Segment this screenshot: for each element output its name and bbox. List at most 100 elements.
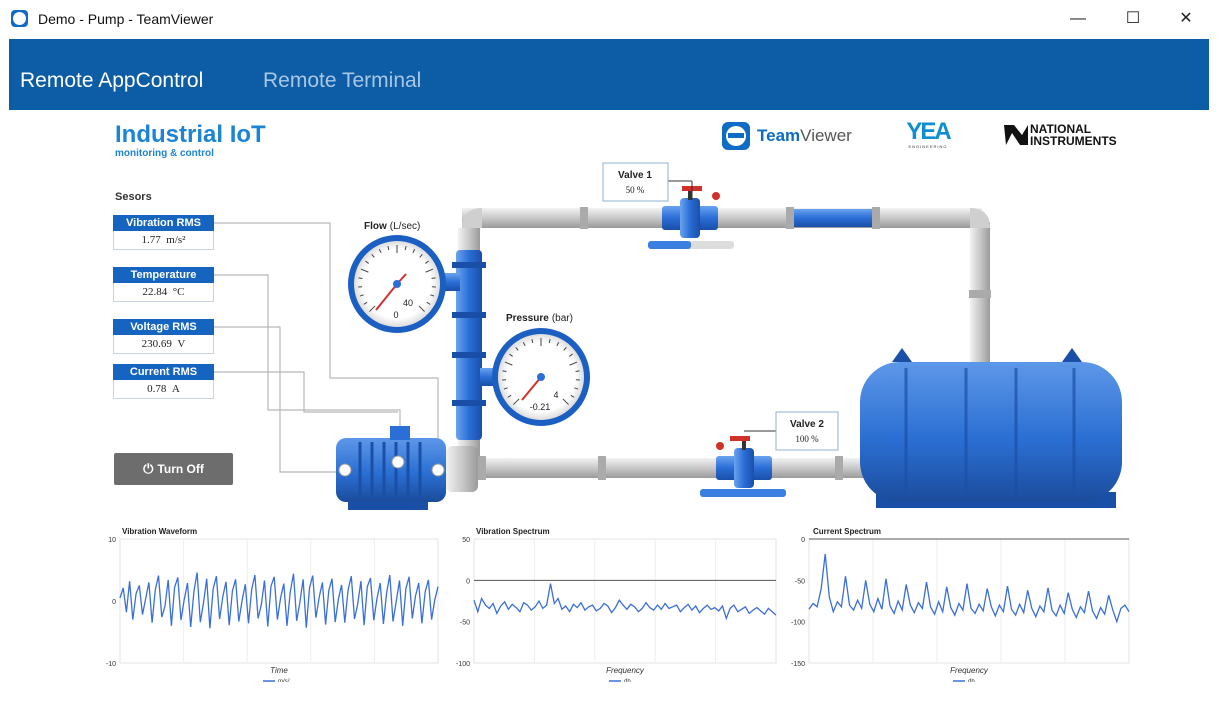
chart-series-line [473,583,777,621]
valve-1-stem [688,186,692,200]
gauge-tick [563,347,567,351]
pressure-gauge-ticks [502,338,580,405]
pipe-flange [478,456,486,480]
sensor-value: 22.84 [142,286,168,298]
flow-gauge-needle [375,283,398,311]
gauge-tick [509,353,513,357]
chart-series-line [119,572,439,629]
ni-logo-line2: INSTRUMENTS [1030,134,1117,148]
sensor-label: Vibration RMS [113,215,214,231]
valve-2-callout [775,411,839,451]
sensor-label: Voltage RMS [113,319,214,335]
window-title: Demo - Pump - TeamViewer [38,11,214,27]
bottom-pipe [450,458,870,478]
ni-eagle-icon [1004,125,1028,145]
valve-1-callout [602,162,669,202]
gauge-tick [425,260,429,264]
top-pipe-segment [462,208,982,228]
pipe-elbow [970,208,990,228]
sensor-voltage-rms: Voltage RMS 230.69 V [113,319,214,355]
top-pipe [462,207,991,362]
yea-logo-subtext: ENGINEERING [908,144,948,149]
tab-remote-terminal[interactable]: Remote Terminal [263,69,422,92]
pipe-flange [786,207,794,229]
valve-2[interactable] [716,436,772,488]
gauge-tick [575,370,580,373]
flow-gauge-max: 40 [403,298,413,308]
pipe-flange [835,456,843,480]
chart-title: Current Spectrum [813,527,882,536]
gauge-tick [358,277,363,280]
pressure-gauge-max: 4 [553,390,558,400]
pipe-flange [598,456,606,480]
brand-subtitle: monitoring & control [115,148,214,159]
flow-gauge: 0 40 [348,235,446,333]
close-button[interactable]: ✕ [1179,10,1193,27]
minimize-button[interactable]: — [1070,10,1086,27]
pressure-unit: (bar) [552,313,573,324]
legend-label: m/s² [278,679,290,682]
maximize-button[interactable]: ☐ [1125,10,1141,27]
gauge-tick [507,394,512,398]
y-tick-label: -100 [791,620,805,627]
sensor-reading: 22.84 °C [113,283,214,302]
turn-off-button[interactable]: ⏻Turn Off [114,453,233,485]
gauge-tick [531,338,534,344]
pressure-gauge-label: Pressure(bar) [506,313,573,324]
brand-title-emph: IoT [229,121,266,148]
valve-2-value: 100 % [795,434,819,444]
sensor-probe [338,463,352,477]
gauge-tick [425,268,434,273]
flow-gauge-min: 0 [393,310,398,320]
sensor-probe [431,463,445,477]
flow-label: Flow [364,221,387,232]
pipe-flange [452,312,486,318]
chart-title: Vibration Spectrum [476,527,550,536]
chart-plot-area [473,538,777,664]
valve-1[interactable] [662,186,720,238]
valve-2-stem [742,436,746,450]
motor-body [336,438,446,502]
teamviewer-logo-icon [722,122,750,150]
valve-2-name: Valve 2 [790,419,824,430]
valve-1-level-bar [648,241,734,249]
valve-2-level-bar [700,489,786,497]
gauge-tick [360,268,369,273]
pipe-flange [452,262,486,268]
gauge-tick [387,245,390,251]
chart-plot-area [119,538,439,664]
sensor-unit: m/s² [166,234,186,246]
sensor-wire [214,274,401,448]
sensor-label: Current RMS [113,364,214,380]
x-axis-label: Frequency [950,666,989,675]
sensor-reading: 1.77 m/s² [113,231,214,250]
yea-logo: YEA ENGINEERING [896,118,960,149]
pressure-gauge: -0.21 4 [492,328,590,426]
sensor-probe [391,455,405,469]
y-tick-label: -100 [456,661,470,668]
sensor-value: 0.78 [147,383,167,395]
sensor-unit: V [177,338,186,350]
chart-title: Vibration Waveform [122,527,198,536]
y-tick-label: 0 [112,599,116,606]
tab-remote-appcontrol[interactable]: Remote AppControl [20,69,204,92]
motor-fins [358,442,422,498]
gauge-tick [404,245,407,251]
gauge-tick [504,361,513,366]
flow-gauge-label: Flow(L/sec) [364,221,420,232]
valve-2-handle [716,442,724,450]
gauge-tick [430,294,435,297]
teamviewer-logo-rest: Viewer [800,126,852,145]
motor-base [348,500,428,510]
sensor-unit: A [171,383,180,395]
teamviewer-app-icon [11,10,28,27]
sensor-reading: 0.78 A [113,380,214,399]
pressure-gauge-hub [537,373,545,381]
gauge-tick [419,254,423,258]
tank-lug [1062,348,1082,362]
pipe-flange [580,207,588,229]
sensors-title: Sesors [115,191,152,203]
